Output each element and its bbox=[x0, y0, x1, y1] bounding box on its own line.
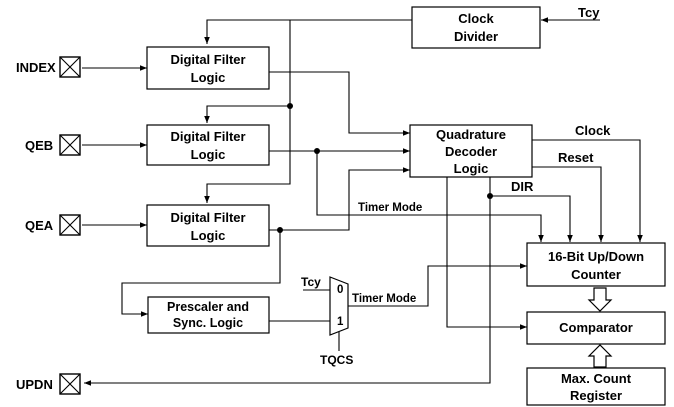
clock-signal-label: Clock bbox=[575, 123, 611, 138]
mux-input-1-label: 1 bbox=[337, 316, 344, 328]
pin-label: QEB bbox=[25, 138, 53, 153]
clock-to-counter-wire bbox=[532, 139, 643, 242]
wires bbox=[82, 17, 643, 386]
digital-filter-qeb-block: Digital Filter Logic bbox=[146, 124, 270, 166]
pin-qeb: QEB bbox=[25, 134, 81, 156]
block-label-line: Prescaler and bbox=[167, 300, 249, 314]
block-label-line: Decoder bbox=[445, 144, 497, 159]
decoder-to-comparator-wire bbox=[446, 177, 527, 330]
block-label-line: Digital Filter bbox=[170, 129, 245, 144]
tcy-input-label: Tcy bbox=[578, 5, 600, 20]
quadrature-decoder-block: Quadrature Decoder Logic bbox=[409, 124, 533, 178]
clock-to-qea-filter-wire bbox=[204, 20, 291, 203]
reset-signal-label: Reset bbox=[558, 150, 594, 165]
pin-x-mark bbox=[59, 56, 81, 78]
dir-to-counter-wire bbox=[489, 177, 573, 242]
block-label-line: Digital Filter bbox=[170, 210, 245, 225]
pin-qea: QEA bbox=[25, 214, 81, 236]
pin-updn: UPDN bbox=[16, 373, 81, 395]
block-label-line: Logic bbox=[454, 161, 489, 176]
pin-x-mark bbox=[59, 214, 81, 236]
mux-to-counter-wire bbox=[348, 263, 527, 307]
digital-filter-qea-block: Digital Filter Logic bbox=[146, 204, 270, 247]
pin-x-mark bbox=[59, 373, 81, 395]
block-label-line: Digital Filter bbox=[170, 52, 245, 67]
tqcs-label: TQCS bbox=[320, 353, 353, 367]
counter-to-comparator-arrow bbox=[587, 287, 613, 312]
mux: 0 1 bbox=[329, 276, 349, 336]
block-label-line: 16-Bit Up/Down bbox=[548, 249, 644, 264]
max-count-register-block: Max. Count Register bbox=[526, 367, 666, 406]
block-label-line: Clock bbox=[458, 11, 494, 26]
junction-dot bbox=[287, 103, 293, 109]
block-label-line: Divider bbox=[454, 29, 498, 44]
max-count-to-comparator-arrow bbox=[587, 344, 613, 368]
clock-to-index-filter-wire bbox=[204, 19, 412, 44]
junction-dot bbox=[487, 193, 493, 199]
prescaler-block: Prescaler and Sync. Logic bbox=[147, 296, 270, 334]
pin-x-mark bbox=[59, 134, 81, 156]
digital-filter-index-block: Digital Filter Logic bbox=[146, 46, 270, 90]
dir-signal-label: DIR bbox=[511, 179, 534, 194]
comparator-block: Comparator bbox=[526, 311, 666, 345]
junction-dot bbox=[314, 148, 320, 154]
pin-label: QEA bbox=[25, 218, 54, 233]
dir-to-updn-wire bbox=[84, 196, 491, 386]
timer-mode-label: Timer Mode bbox=[352, 293, 416, 305]
timer-mode-to-counter-wire bbox=[316, 151, 544, 242]
block-label-line: Sync. Logic bbox=[173, 316, 243, 330]
reset-to-counter-wire bbox=[532, 166, 604, 242]
pin-index: INDEX bbox=[16, 56, 81, 78]
junction-dot bbox=[277, 227, 283, 233]
tcy-mux-label: Tcy bbox=[301, 275, 321, 289]
qea-filter-to-decoder-wire bbox=[269, 167, 410, 231]
pin-label: INDEX bbox=[16, 60, 56, 75]
qea-to-prescaler-wire bbox=[121, 230, 281, 317]
clock-divider-block: Clock Divider bbox=[411, 6, 541, 49]
block-label-line: Quadrature bbox=[436, 127, 506, 142]
block-label-line: Logic bbox=[191, 70, 226, 85]
mux-input-0-label: 0 bbox=[337, 284, 343, 296]
block-label-line: Comparator bbox=[559, 320, 633, 335]
counter-block: 16-Bit Up/Down Counter bbox=[526, 242, 666, 287]
index-filter-to-decoder-wire bbox=[269, 71, 410, 136]
timer-mode-label: Timer Mode bbox=[358, 202, 422, 214]
block-label-line: Logic bbox=[191, 147, 226, 162]
clock-to-qeb-filter-wire bbox=[204, 105, 290, 123]
block-label-line: Max. Count bbox=[561, 371, 632, 386]
block-label-line: Logic bbox=[191, 228, 226, 243]
block-label-line: Counter bbox=[571, 267, 621, 282]
block-label-line: Register bbox=[570, 388, 622, 403]
junctions bbox=[277, 103, 493, 233]
pin-label: UPDN bbox=[16, 377, 53, 392]
